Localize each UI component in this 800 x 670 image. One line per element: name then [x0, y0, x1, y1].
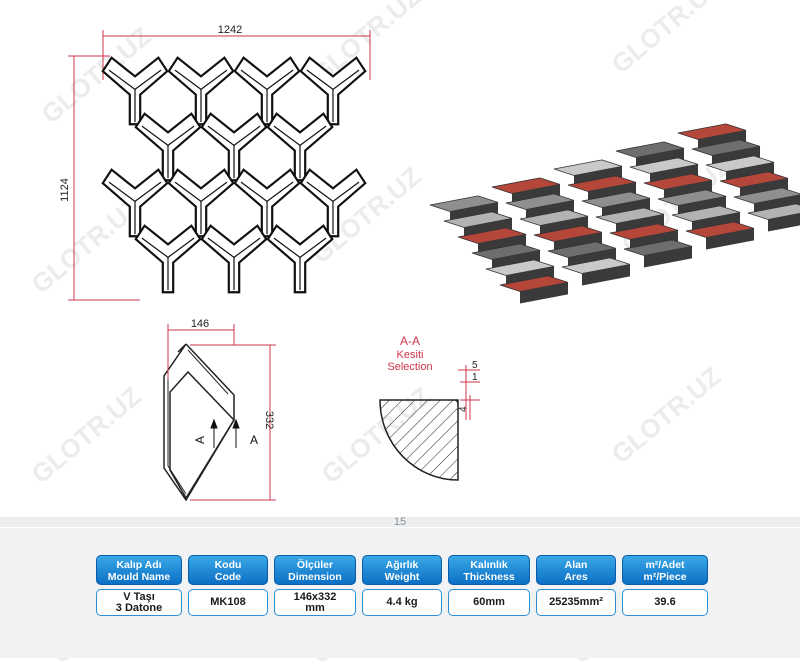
header-line-2: Weight [384, 571, 420, 583]
value-line-2: mm [305, 601, 325, 614]
header-line-1: Kalıp Adı [116, 559, 162, 571]
header-line-2: Ares [564, 571, 588, 583]
width-dimension-label: 1242 [218, 24, 242, 36]
section-dim-4: 4 [458, 406, 469, 412]
header-line-2: Mould Name [107, 571, 171, 583]
table-value-cell: 39.6 [622, 589, 708, 616]
header-line-1: Ağırlık [385, 559, 419, 571]
header-line-2: Dimension [288, 571, 342, 583]
value-line-1: 4.4 kg [386, 596, 418, 608]
piece-height-label: 332 [263, 411, 275, 429]
render-block [623, 239, 693, 268]
pattern-drawing: 1242 1124 146 332 A A A- [59, 24, 800, 502]
header-line-1: m²/Adet [645, 559, 685, 571]
paver-3d-render [429, 123, 800, 304]
paver-outline [233, 168, 301, 238]
paver-outline [101, 56, 169, 126]
section-dim-5: 5 [472, 360, 478, 371]
paver-outline [233, 56, 301, 126]
value-line-1: MK108 [210, 596, 246, 608]
paver-outline [200, 224, 268, 294]
section-marker-left: A [193, 436, 207, 444]
value-line-1: 146x332 [293, 590, 337, 603]
table-value-cell: 25235mm² [536, 589, 616, 616]
paver-outline [200, 112, 268, 182]
section-label-kesiti: Kesiti [397, 349, 424, 361]
section-dim-1: 1 [472, 372, 478, 383]
overall-dimension-lines [68, 30, 371, 301]
value-line-1: 60mm [473, 596, 505, 608]
paver-pattern [101, 56, 367, 294]
section-cut-markers [210, 418, 240, 448]
piece-drawing [163, 343, 235, 502]
render-block [561, 257, 631, 286]
piece-dimension-lines [167, 324, 276, 501]
header-line-2: Thickness [463, 571, 515, 583]
height-dimension-label: 1124 [59, 178, 71, 202]
paver-outline [134, 112, 202, 182]
value-line-2: 3 Datone [115, 601, 163, 614]
table-value-cell: 60mm [448, 589, 530, 616]
render-block [685, 221, 755, 250]
render-block [499, 275, 569, 304]
header-line-1: Kodu [214, 559, 242, 571]
section-dimension-lines [458, 365, 480, 420]
value-line-1: 25235mm² [549, 596, 603, 608]
page-divider [0, 517, 800, 527]
table-value-cell: MK108 [188, 589, 268, 616]
paver-outline [266, 112, 334, 182]
page-number: 15 [393, 516, 407, 528]
table-value-cell: 4.4 kg [362, 589, 442, 616]
piece-width-label: 146 [191, 318, 209, 330]
paver-outline [299, 56, 367, 126]
paver-outline [101, 168, 169, 238]
section-profile [379, 399, 459, 481]
paver-outline [299, 168, 367, 238]
value-line-1: V Taşı [123, 590, 155, 603]
header-line-2: Code [214, 571, 242, 583]
header-line-2: m²/Piece [643, 571, 687, 583]
header-line-1: Alan [564, 559, 588, 571]
render-block [747, 203, 800, 232]
header-line-1: Ölçüler [296, 559, 334, 571]
paver-outline [167, 56, 235, 126]
paver-outline [134, 224, 202, 294]
section-marker-right: A [250, 433, 258, 447]
paver-outline [167, 168, 235, 238]
paver-outline [266, 224, 334, 294]
section-label-selection: Selection [387, 361, 432, 373]
header-line-1: Kalınlık [470, 559, 508, 571]
section-title: A-A [400, 334, 420, 348]
value-line-1: 39.6 [654, 596, 676, 608]
